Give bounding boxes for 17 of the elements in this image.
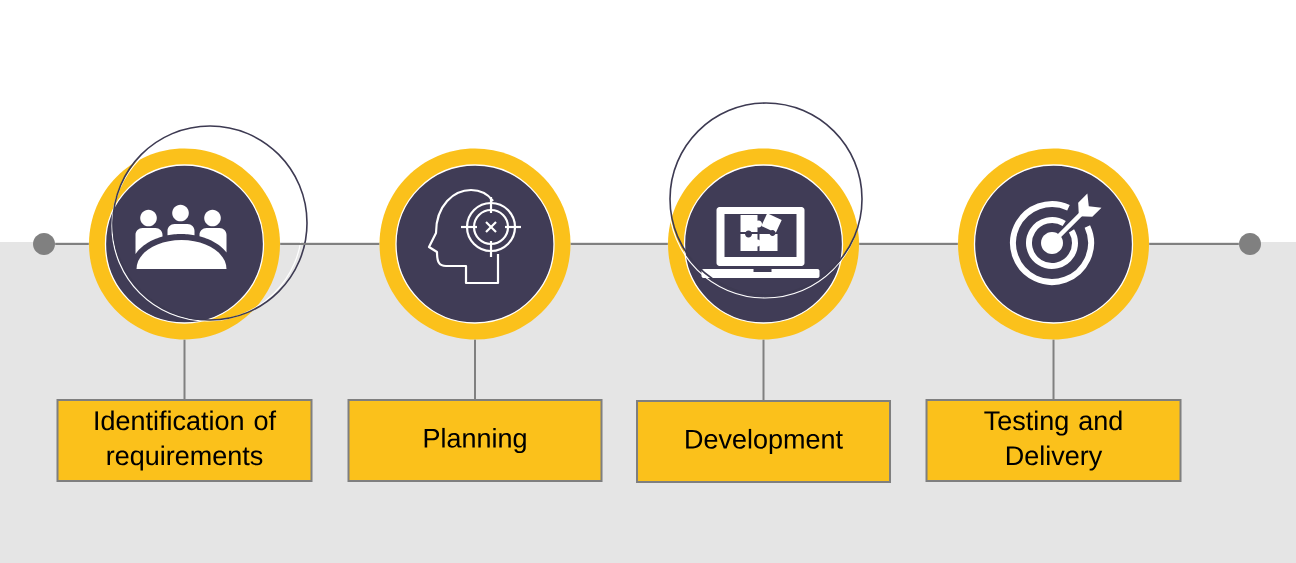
step-box: Planning <box>347 399 603 482</box>
timeline-dot <box>1239 233 1261 255</box>
connector-line <box>1148 243 1240 245</box>
step-box: Identification of requirements <box>56 399 313 482</box>
connector-line <box>279 243 381 245</box>
step-box: Testing and Delivery <box>925 399 1182 482</box>
connector-line <box>569 243 669 245</box>
connector-line <box>183 338 186 400</box>
connector-line <box>54 243 90 245</box>
icon-circle <box>379 148 571 340</box>
connector-line <box>474 338 476 400</box>
connector-line <box>858 243 959 245</box>
timeline-dot <box>33 233 55 255</box>
icon-circle <box>958 148 1149 340</box>
connector-line <box>1052 338 1055 400</box>
step-box: Development <box>636 400 891 483</box>
connector-line <box>762 338 765 401</box>
